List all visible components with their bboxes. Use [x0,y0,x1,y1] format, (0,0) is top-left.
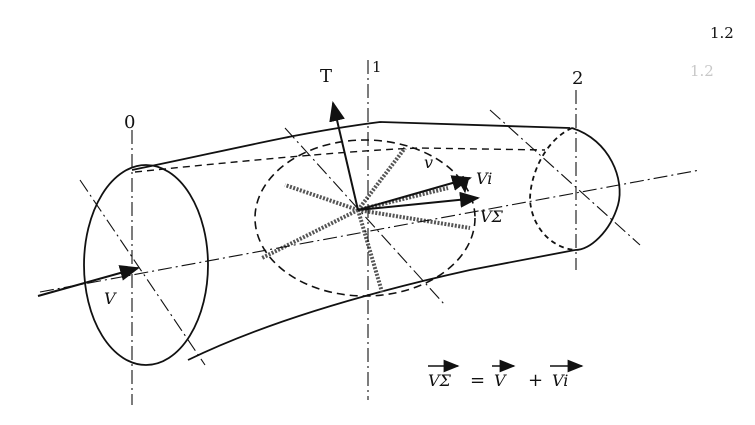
formula-lhs: VΣ [428,371,452,390]
thrust-arrow [329,101,359,211]
tube-bottom-line [187,249,576,361]
outlet-section-back [529,127,576,251]
label-local-velocity: v [424,153,433,172]
blade [356,209,384,293]
streamtube-outline [83,121,621,366]
outlet-section-front [571,127,621,251]
blade [356,146,407,212]
formula-term2: Vi [552,371,568,390]
label-section-2: 2 [572,68,583,89]
formula-equals: = [470,370,485,391]
resultant-velocity-arrow [357,191,480,211]
velocity-arrows [37,101,480,297]
disc-blades [261,146,471,293]
disc-ellipse [254,139,476,297]
label-thrust: T [320,66,332,87]
label-resultant-velocity: VΣ [480,207,504,226]
section-2-diagonal [489,109,641,246]
local-velocity-arrow [357,175,472,211]
label-section-0: 0 [124,112,135,133]
actuator-disc [254,139,476,297]
section-0-diagonal [79,179,206,366]
formula-term1: V [494,371,507,390]
axes [39,60,701,405]
page-number-ghost: 1.2 [690,62,714,80]
blade [261,208,359,260]
main-axis [39,169,701,293]
tube-top-line [131,121,571,171]
inlet-section-ellipse [83,164,209,366]
section-1-diagonal [284,127,446,306]
page-number: 1.2 [710,24,734,42]
blade [284,183,359,212]
blade [357,208,471,230]
label-section-1: 1 [372,58,382,76]
velocity-formula: VΣ = V + Vi [428,359,584,391]
label-inflow-velocity: V [104,289,117,308]
inflow-arrow [37,265,140,297]
formula-plus: + [528,370,543,391]
label-induced-velocity: Vi [476,169,492,188]
induced-velocity-arrow [457,175,469,194]
